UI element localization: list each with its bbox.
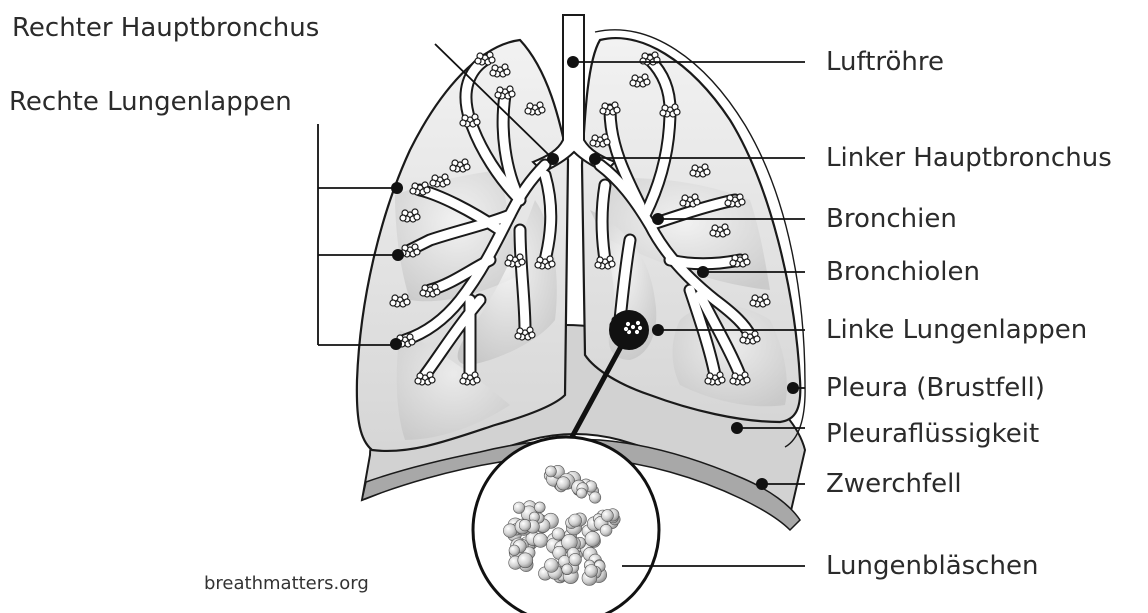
label-right-lobes: Rechte Lungenlappen [9,86,292,118]
left-lung [582,38,800,422]
label-bronchi: Bronchien [826,203,957,235]
credit-text: breathmatters.org [204,573,369,595]
label-right-main-bronchus: Rechter Hauptbronchus [12,12,319,44]
label-trachea: Luftröhre [826,46,944,78]
label-pleural-fluid: Pleuraflüssigkeit [826,418,1039,450]
label-alveoli: Lungenbläschen [826,550,1038,582]
label-diaphragm: Zwerchfell [826,468,962,500]
label-pleura: Pleura (Brustfell) [826,372,1045,404]
label-left-main-bronchus: Linker Hauptbronchus [826,142,1112,174]
label-left-lobes: Linke Lungenlappen [826,314,1087,346]
label-bronchioles: Bronchiolen [826,256,980,288]
